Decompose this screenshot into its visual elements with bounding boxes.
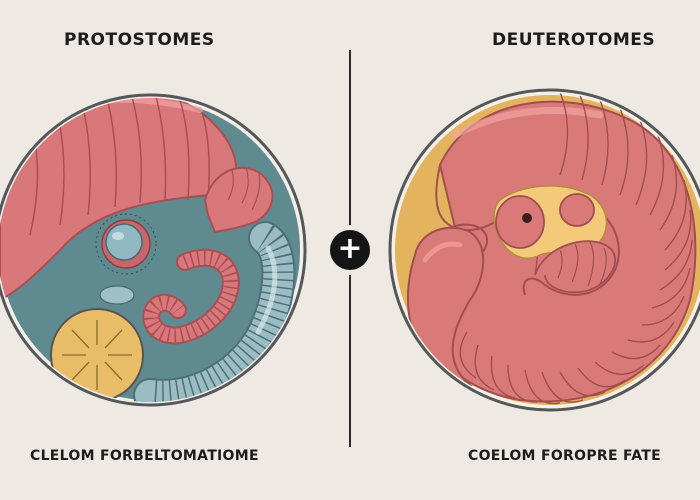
blue-segmented-worm (133, 221, 296, 402)
deuterostome-disc (388, 88, 700, 412)
protostomes-title: PROTOSTOMES (64, 30, 215, 50)
cell-bulb (495, 195, 545, 249)
small-cell-bulb (559, 193, 595, 227)
coelom-pouch (493, 185, 617, 294)
deuterostomes-title: DEUTEROTOMES (492, 30, 656, 50)
protostome-disc (0, 93, 307, 407)
divider-line-bottom (349, 275, 351, 447)
protostomes-caption: CLELOM FORBELTOMATIOME (30, 448, 259, 464)
small-vesicle (99, 285, 135, 305)
yolk-cell (50, 308, 144, 402)
worm-head (406, 226, 485, 387)
divider-line-top (349, 50, 351, 225)
cell-with-cilia (95, 213, 157, 275)
cell-nucleus (522, 213, 532, 223)
deuterostomes-caption: COELOM FOROPRE FATE (468, 448, 662, 464)
small-coiled-worm (142, 248, 240, 345)
inner-coiled-worm (534, 240, 617, 294)
plus-icon: + (330, 230, 370, 270)
